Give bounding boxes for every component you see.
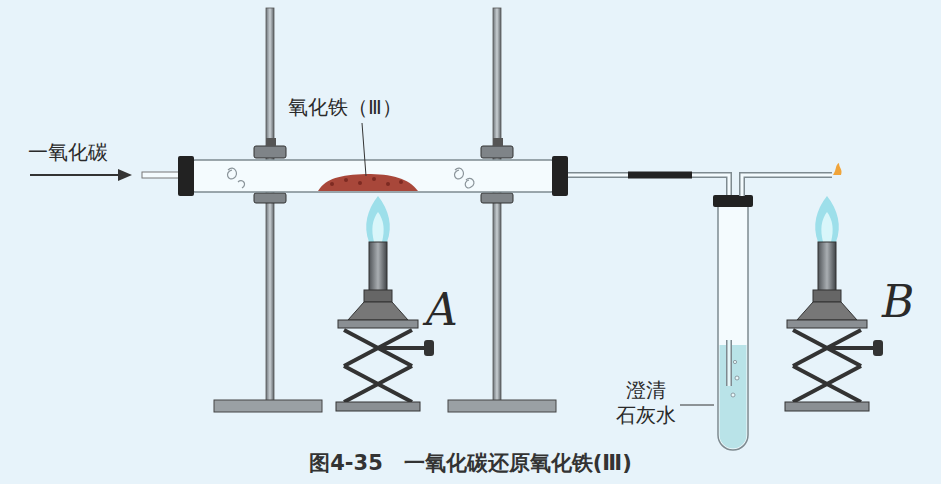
part-label: 一氧化碳 — [28, 140, 108, 165]
delivery-tube — [726, 340, 732, 386]
part-label: 澄清 石灰水 — [614, 378, 678, 428]
rubber-stopper — [178, 156, 194, 196]
leader-line — [362, 123, 366, 176]
burner-label: B — [882, 274, 914, 329]
iron-stand-left — [214, 8, 322, 412]
figure-caption: 图4-35 一氧化碳还原氧化铁(Ⅲ) — [309, 450, 632, 476]
limewater — [720, 345, 747, 449]
part-label: 氧化铁（Ⅲ） — [288, 95, 402, 120]
delivery-tube-inner — [568, 175, 729, 386]
burning-gas-flame — [833, 163, 842, 175]
inlet-tube — [142, 172, 184, 178]
rubber-hose — [628, 172, 692, 179]
exhaust-tube-inner — [742, 175, 832, 196]
exhaust-tube — [742, 175, 832, 196]
alcohol-burner-a — [336, 196, 434, 411]
burner-label: A — [426, 282, 458, 337]
glass-tube — [192, 160, 554, 192]
delivery-tube-inner — [728, 340, 731, 386]
glass-wool — [455, 168, 474, 188]
gas-flow-arrow — [30, 169, 132, 181]
alcohol-burner-b — [785, 196, 883, 411]
glass-wool — [228, 168, 245, 188]
rubber-stopper — [713, 195, 753, 207]
test-tube — [718, 200, 748, 450]
bubbles — [731, 360, 739, 397]
delivery-tube — [568, 175, 729, 386]
leader-line — [680, 405, 714, 406]
iron-oxide-grains — [330, 177, 403, 186]
rubber-stopper — [552, 156, 568, 196]
iron-stand-right — [448, 8, 556, 412]
iron-oxide-powder — [318, 174, 418, 191]
